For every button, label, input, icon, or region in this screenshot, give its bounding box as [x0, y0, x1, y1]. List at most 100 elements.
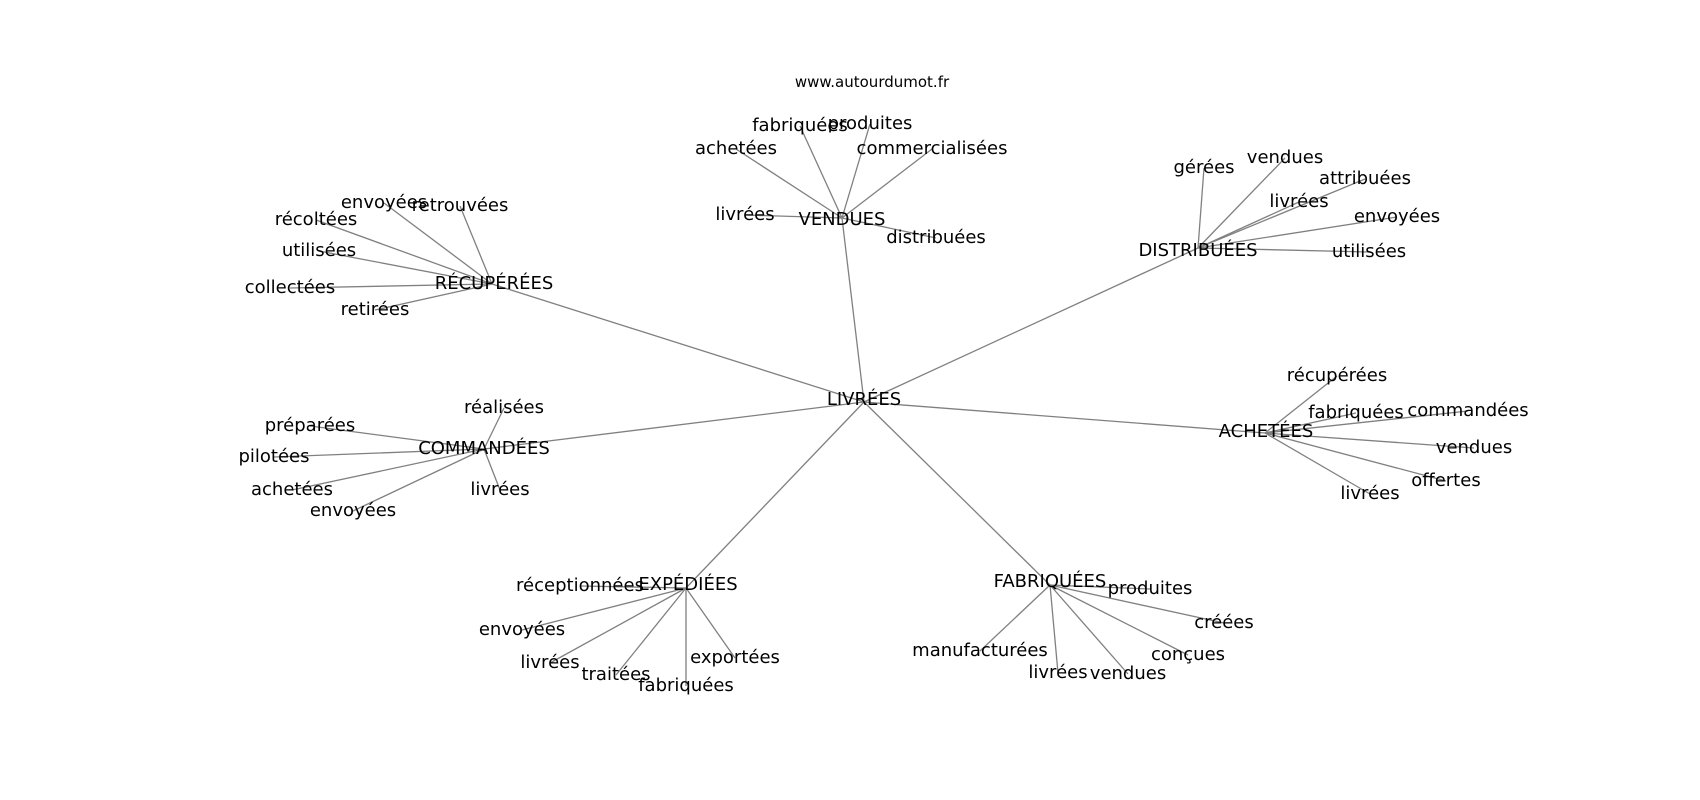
- edge-center-distribuees: [863, 247, 1199, 403]
- leaf-node-commandees-envoyees: envoyées: [309, 500, 397, 521]
- edge-vendues-livrees: [744, 214, 843, 219]
- edge-expediees-traitees: [615, 587, 687, 676]
- edge-distribuees-vendues: [1197, 157, 1286, 249]
- edge-distribuees-envoyees: [1197, 216, 1398, 249]
- edge-recuperees-collectees: [289, 283, 493, 289]
- leaf-node-expediees-livrees: livrées: [520, 652, 580, 673]
- leaf-node-achetees-vendues: vendues: [1435, 437, 1513, 458]
- edge-recuperees-retrouvees: [459, 205, 493, 285]
- edge-commandees-envoyees: [352, 448, 485, 512]
- edge-center-commandees: [483, 401, 865, 450]
- leaf-node-expediees-receptionnees: réceptionnées: [516, 575, 644, 596]
- leaf-node-achetees-fabriquees: fabriquées: [1308, 402, 1404, 423]
- leaf-node-vendues-fabriquees: fabriquées: [752, 115, 848, 136]
- leaf-node-commandees-pilotees: pilotées: [238, 446, 310, 467]
- edge-commandees-preparees: [309, 425, 485, 450]
- leaf-node-expediees-traitees: traitées: [581, 664, 651, 685]
- edge-achetees-livrees: [1264, 432, 1371, 495]
- leaf-node-vendues-distribuees: distribuées: [886, 227, 986, 248]
- leaf-node-commandees-livrees: livrées: [470, 479, 530, 500]
- leaf-node-distribuees-livrees: livrées: [1269, 191, 1329, 212]
- edge-achetees-commandees: [1264, 410, 1469, 434]
- edge-center-vendues: [841, 217, 865, 403]
- hub-node-recuperees: RÉCUPÉRÉES: [434, 273, 554, 294]
- hub-node-fabriquees: FABRIQUÉES: [993, 571, 1107, 592]
- edge-recuperees-recoltees: [315, 219, 493, 285]
- edge-fabriquees-livrees: [1049, 584, 1059, 674]
- leaf-node-recuperees-collectees: collectées: [244, 277, 336, 298]
- leaf-node-distribuees-envoyees: envoyées: [1353, 206, 1441, 227]
- leaf-node-expediees-envoyees: envoyées: [478, 619, 566, 640]
- edge-distribuees-utilisees: [1197, 247, 1370, 253]
- edge-fabriquees-produites: [1049, 584, 1151, 590]
- edge-distribuees-attribuees: [1197, 178, 1366, 249]
- edge-expediees-receptionnees: [579, 585, 687, 589]
- leaf-node-recuperees-retirees: retirées: [340, 299, 410, 320]
- edge-achetees-offertes: [1264, 432, 1447, 482]
- leaf-node-distribuees-gerees: gérées: [1173, 157, 1235, 178]
- edge-distribuees-gerees: [1197, 167, 1205, 249]
- edge-commandees-realisees: [483, 407, 505, 450]
- edge-center-expediees: [685, 401, 865, 589]
- leaf-node-fabriquees-livrees: livrées: [1028, 662, 1088, 683]
- leaf-node-expediees-exportees: exportées: [690, 647, 780, 668]
- edge-expediees-livrees: [549, 587, 687, 664]
- leaf-node-recuperees-utilisees: utilisées: [281, 240, 357, 261]
- leaf-node-vendues-achetees: achetées: [695, 138, 777, 159]
- edge-center-fabriquees: [863, 401, 1051, 586]
- leaf-node-fabriquees-manufacturees: manufacturées: [912, 640, 1048, 661]
- edge-vendues-fabriquees: [799, 125, 843, 219]
- edge-commandees-livrees: [483, 448, 501, 491]
- edge-fabriquees-concues: [1049, 584, 1189, 656]
- leaf-node-distribuees-vendues: vendues: [1246, 147, 1324, 168]
- leaf-node-distribuees-utilisees: utilisées: [1331, 241, 1407, 262]
- leaf-node-achetees-recuperees: récupérées: [1286, 365, 1388, 386]
- leaf-node-fabriquees-creees: créées: [1194, 612, 1254, 633]
- edge-expediees-exportees: [685, 587, 736, 659]
- hub-node-commandees: COMMANDÉES: [418, 438, 550, 459]
- edge-distribuees-livrees: [1197, 201, 1300, 249]
- leaf-node-recuperees-envoyees: envoyées: [340, 192, 428, 213]
- leaf-node-recuperees-recoltees: récoltées: [274, 209, 358, 230]
- center-node-label: LIVRÉES: [826, 389, 902, 410]
- site-url: www.autourdumot.fr: [794, 73, 950, 91]
- edge-vendues-distribuees: [841, 217, 937, 239]
- hub-node-vendues: VENDUES: [798, 209, 886, 230]
- hub-node-distribuees: DISTRIBUÉES: [1138, 240, 1258, 261]
- leaf-node-fabriquees-produites: produites: [1107, 578, 1193, 599]
- leaf-node-commandees-preparees: préparées: [264, 415, 356, 436]
- edge-expediees-envoyees: [521, 587, 687, 631]
- edge-fabriquees-manufacturees: [979, 584, 1051, 652]
- edge-vendues-achetees: [735, 148, 843, 219]
- edge-vendues-produites: [841, 123, 871, 219]
- edge-fabriquees-vendues: [1049, 584, 1129, 675]
- leaf-node-vendues-produites: produites: [827, 113, 913, 134]
- leaf-node-achetees-livrees: livrées: [1340, 483, 1400, 504]
- edge-achetees-fabriquees: [1264, 412, 1357, 434]
- edge-vendues-commercialisees: [841, 148, 933, 219]
- leaf-node-recuperees-retrouvees: retrouvées: [411, 195, 509, 216]
- hub-node-expediees: EXPÉDIÉES: [638, 574, 738, 595]
- edge-commandees-achetees: [291, 448, 485, 491]
- leaf-node-fabriquees-concues: conçues: [1150, 644, 1226, 665]
- leaf-node-vendues-commercialisees: commercialisées: [856, 138, 1008, 159]
- edge-recuperees-utilisees: [318, 250, 493, 285]
- leaf-node-expediees-fabriquees: fabriquées: [638, 675, 734, 696]
- hub-node-achetees: ACHETÉES: [1218, 421, 1314, 442]
- edge-center-achetees: [863, 401, 1266, 434]
- leaf-node-achetees-offertes: offertes: [1411, 470, 1481, 491]
- leaf-node-achetees-commandees: commandées: [1407, 400, 1529, 421]
- leaf-node-commandees-realisees: réalisées: [463, 397, 545, 418]
- leaf-node-distribuees-attribuees: attribuées: [1319, 168, 1411, 189]
- leaf-node-vendues-livrees: livrées: [715, 204, 775, 225]
- edge-recuperees-retirees: [374, 283, 493, 311]
- leaf-node-fabriquees-vendues: vendues: [1089, 663, 1167, 684]
- edge-commandees-pilotees: [273, 448, 485, 458]
- edge-recuperees-envoyees: [383, 202, 493, 285]
- leaf-node-commandees-achetees: achetées: [251, 479, 333, 500]
- edge-fabriquees-creees: [1049, 584, 1225, 624]
- edge-achetees-recuperees: [1264, 375, 1338, 434]
- edge-achetees-vendues: [1264, 432, 1475, 449]
